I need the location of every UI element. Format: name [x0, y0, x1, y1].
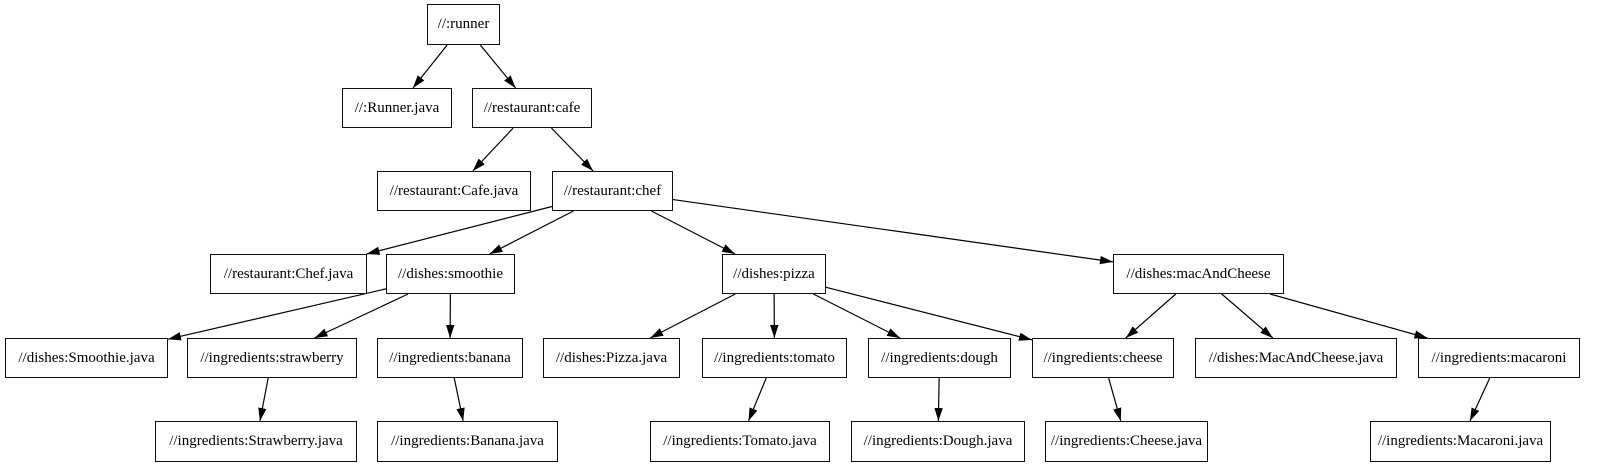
graph-node-macaroni_java: //ingredients:Macaroni.java: [1370, 421, 1551, 462]
graph-node-cafe: //restaurant:cafe: [472, 88, 592, 128]
edge-banana-to-banana_java: [453, 377, 465, 422]
graph-node-mac_and_cheese_java: //dishes:MacAndCheese.java: [1195, 338, 1397, 378]
edge-pizza-to-cheese: [825, 286, 1033, 341]
graph-node-dough: //ingredients:dough: [868, 338, 1011, 378]
edge-chef-to-pizza: [651, 210, 736, 255]
edge-macaroni-to-macaroni_java: [1469, 377, 1491, 422]
graph-node-chef_java: //restaurant:Chef.java: [210, 254, 367, 294]
edge-runner-to-cafe: [479, 44, 517, 89]
graph-node-cafe_java: //restaurant:Cafe.java: [377, 171, 531, 211]
edge-chef-to-smoothie: [489, 210, 574, 255]
edge-tomato-to-tomato_java: [747, 377, 767, 422]
graph-node-tomato: //ingredients:tomato: [702, 338, 847, 378]
graph-node-mac_and_cheese: //dishes:macAndCheese: [1113, 254, 1284, 294]
edge-group: [167, 44, 1491, 422]
edge-cheese-to-cheese_java: [1108, 377, 1122, 422]
edge-chef-to-mac_and_cheese: [672, 198, 1114, 265]
edge-pizza-to-pizza_java: [649, 293, 736, 339]
edge-mac_and_cheese-to-mac_and_cheese_java: [1221, 293, 1274, 339]
graph-node-dough_java: //ingredients:Dough.java: [851, 421, 1025, 462]
edge-pizza-to-dough: [813, 293, 901, 339]
graph-node-smoothie_java: //dishes:Smoothie.java: [5, 338, 168, 378]
edge-mac_and_cheese-to-cheese: [1125, 293, 1177, 339]
graph-node-chef: //restaurant:chef: [552, 171, 673, 211]
edge-cafe-to-cafe_java: [472, 127, 514, 172]
graph-node-banana_java: //ingredients:Banana.java: [377, 421, 558, 462]
edge-dough-to-dough_java: [934, 377, 943, 422]
graph-node-runner_java: //:Runner.java: [342, 88, 452, 128]
edge-chef-to-chef_java: [366, 205, 553, 255]
graph-node-strawberry_java: //ingredients:Strawberry.java: [155, 421, 357, 462]
edge-runner-to-runner_java: [412, 44, 448, 89]
graph-node-cheese_java: //ingredients:Cheese.java: [1045, 421, 1208, 462]
graph-node-banana: //ingredients:banana: [377, 338, 523, 378]
graph-node-tomato_java: //ingredients:Tomato.java: [650, 421, 830, 462]
graph-node-pizza_java: //dishes:Pizza.java: [543, 338, 680, 378]
edge-smoothie-to-smoothie_java: [167, 288, 387, 341]
graph-node-pizza: //dishes:pizza: [722, 254, 826, 294]
edge-cafe-to-chef: [550, 127, 594, 172]
graph-node-runner: //:runner: [427, 4, 500, 45]
graph-node-smoothie: //dishes:smoothie: [386, 254, 515, 294]
edge-mac_and_cheese-to-macaroni: [1269, 293, 1428, 339]
edge-smoothie-to-strawberry: [314, 293, 409, 339]
graph-node-strawberry: //ingredients:strawberry: [187, 338, 357, 378]
edge-strawberry-to-strawberry_java: [258, 377, 269, 422]
graph-node-cheese: //ingredients:cheese: [1032, 338, 1174, 378]
graph-node-macaroni: //ingredients:macaroni: [1418, 338, 1580, 378]
